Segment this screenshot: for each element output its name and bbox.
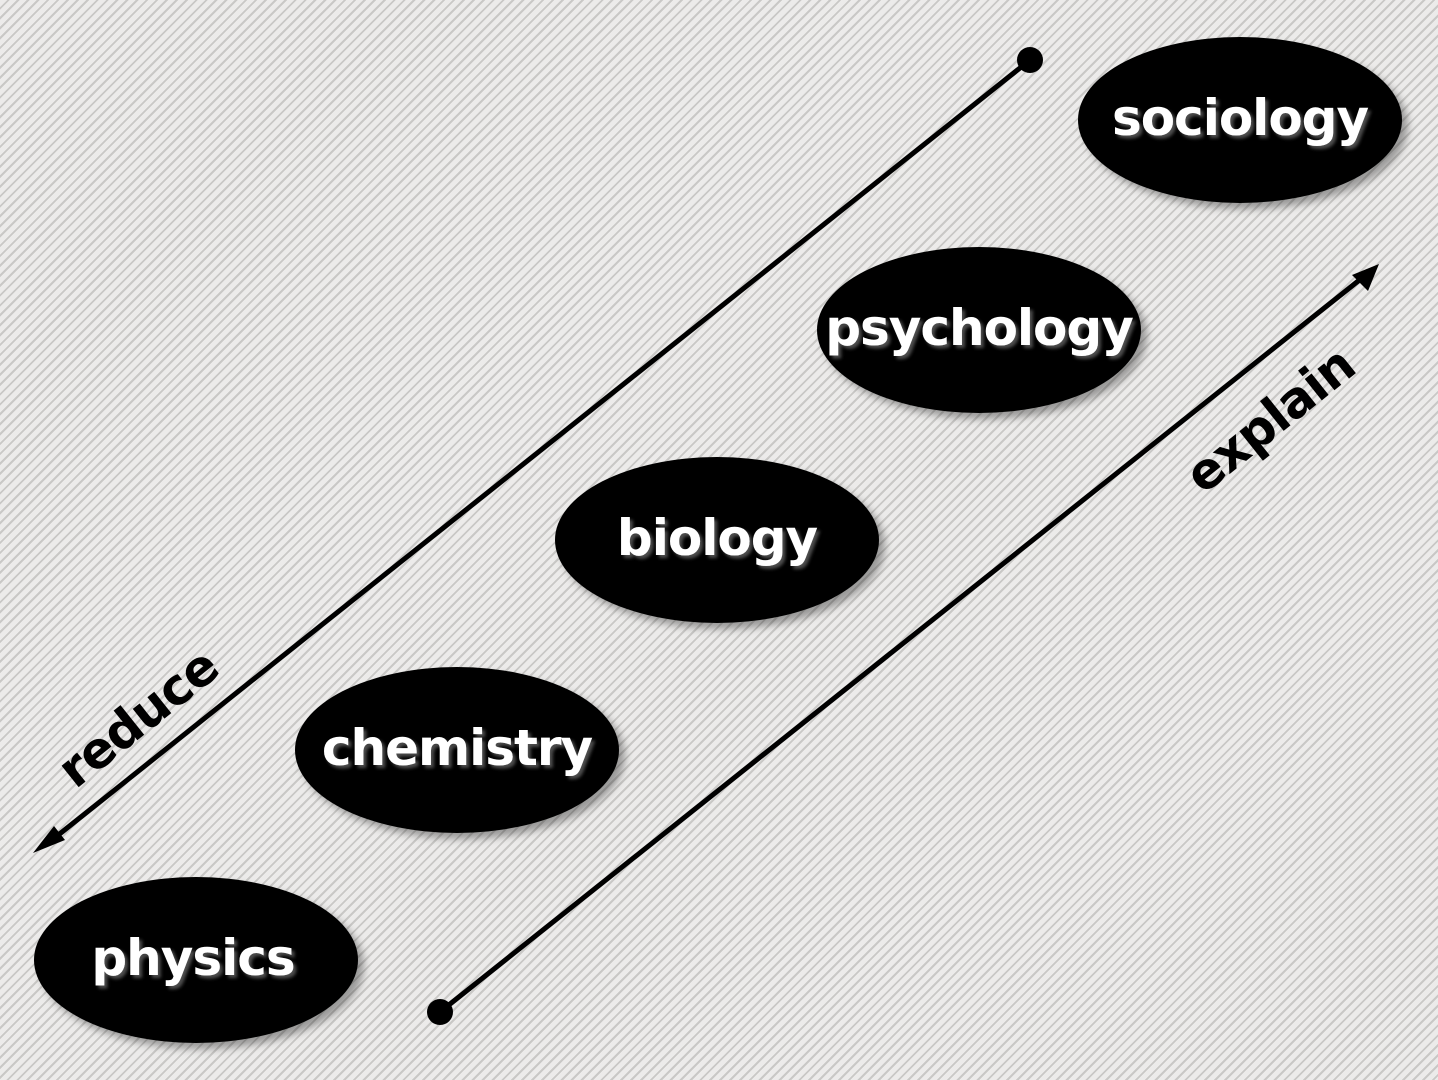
node-chemistry: chemistry <box>295 667 619 833</box>
explain-arrow-head <box>1352 264 1379 291</box>
node-biology: biology <box>555 457 879 623</box>
node-psychology: psychology <box>817 247 1141 413</box>
explain-label: explain <box>1174 335 1365 504</box>
node-physics-shape <box>34 877 358 1043</box>
node-biology-label: biology <box>617 509 818 567</box>
node-sociology: sociology <box>1078 37 1402 203</box>
node-psychology-label: psychology <box>825 299 1133 357</box>
reduce-arrow-tail-dot <box>1017 47 1043 73</box>
node-biology-shape <box>555 457 879 623</box>
node-physics-label: physics <box>91 929 294 987</box>
node-physics: physics <box>34 877 358 1043</box>
explain-arrow-tail-dot <box>427 999 453 1025</box>
node-chemistry-label: chemistry <box>322 719 593 777</box>
node-psychology-shape <box>817 247 1141 413</box>
explain-arrow-shaft <box>438 276 1364 1014</box>
node-sociology-shape <box>1078 37 1402 203</box>
reduce-arrow-head <box>33 826 65 853</box>
reduce-arrow-shaft <box>50 58 1032 842</box>
node-sociology-label: sociology <box>1112 89 1369 147</box>
node-chemistry-shape <box>295 667 619 833</box>
